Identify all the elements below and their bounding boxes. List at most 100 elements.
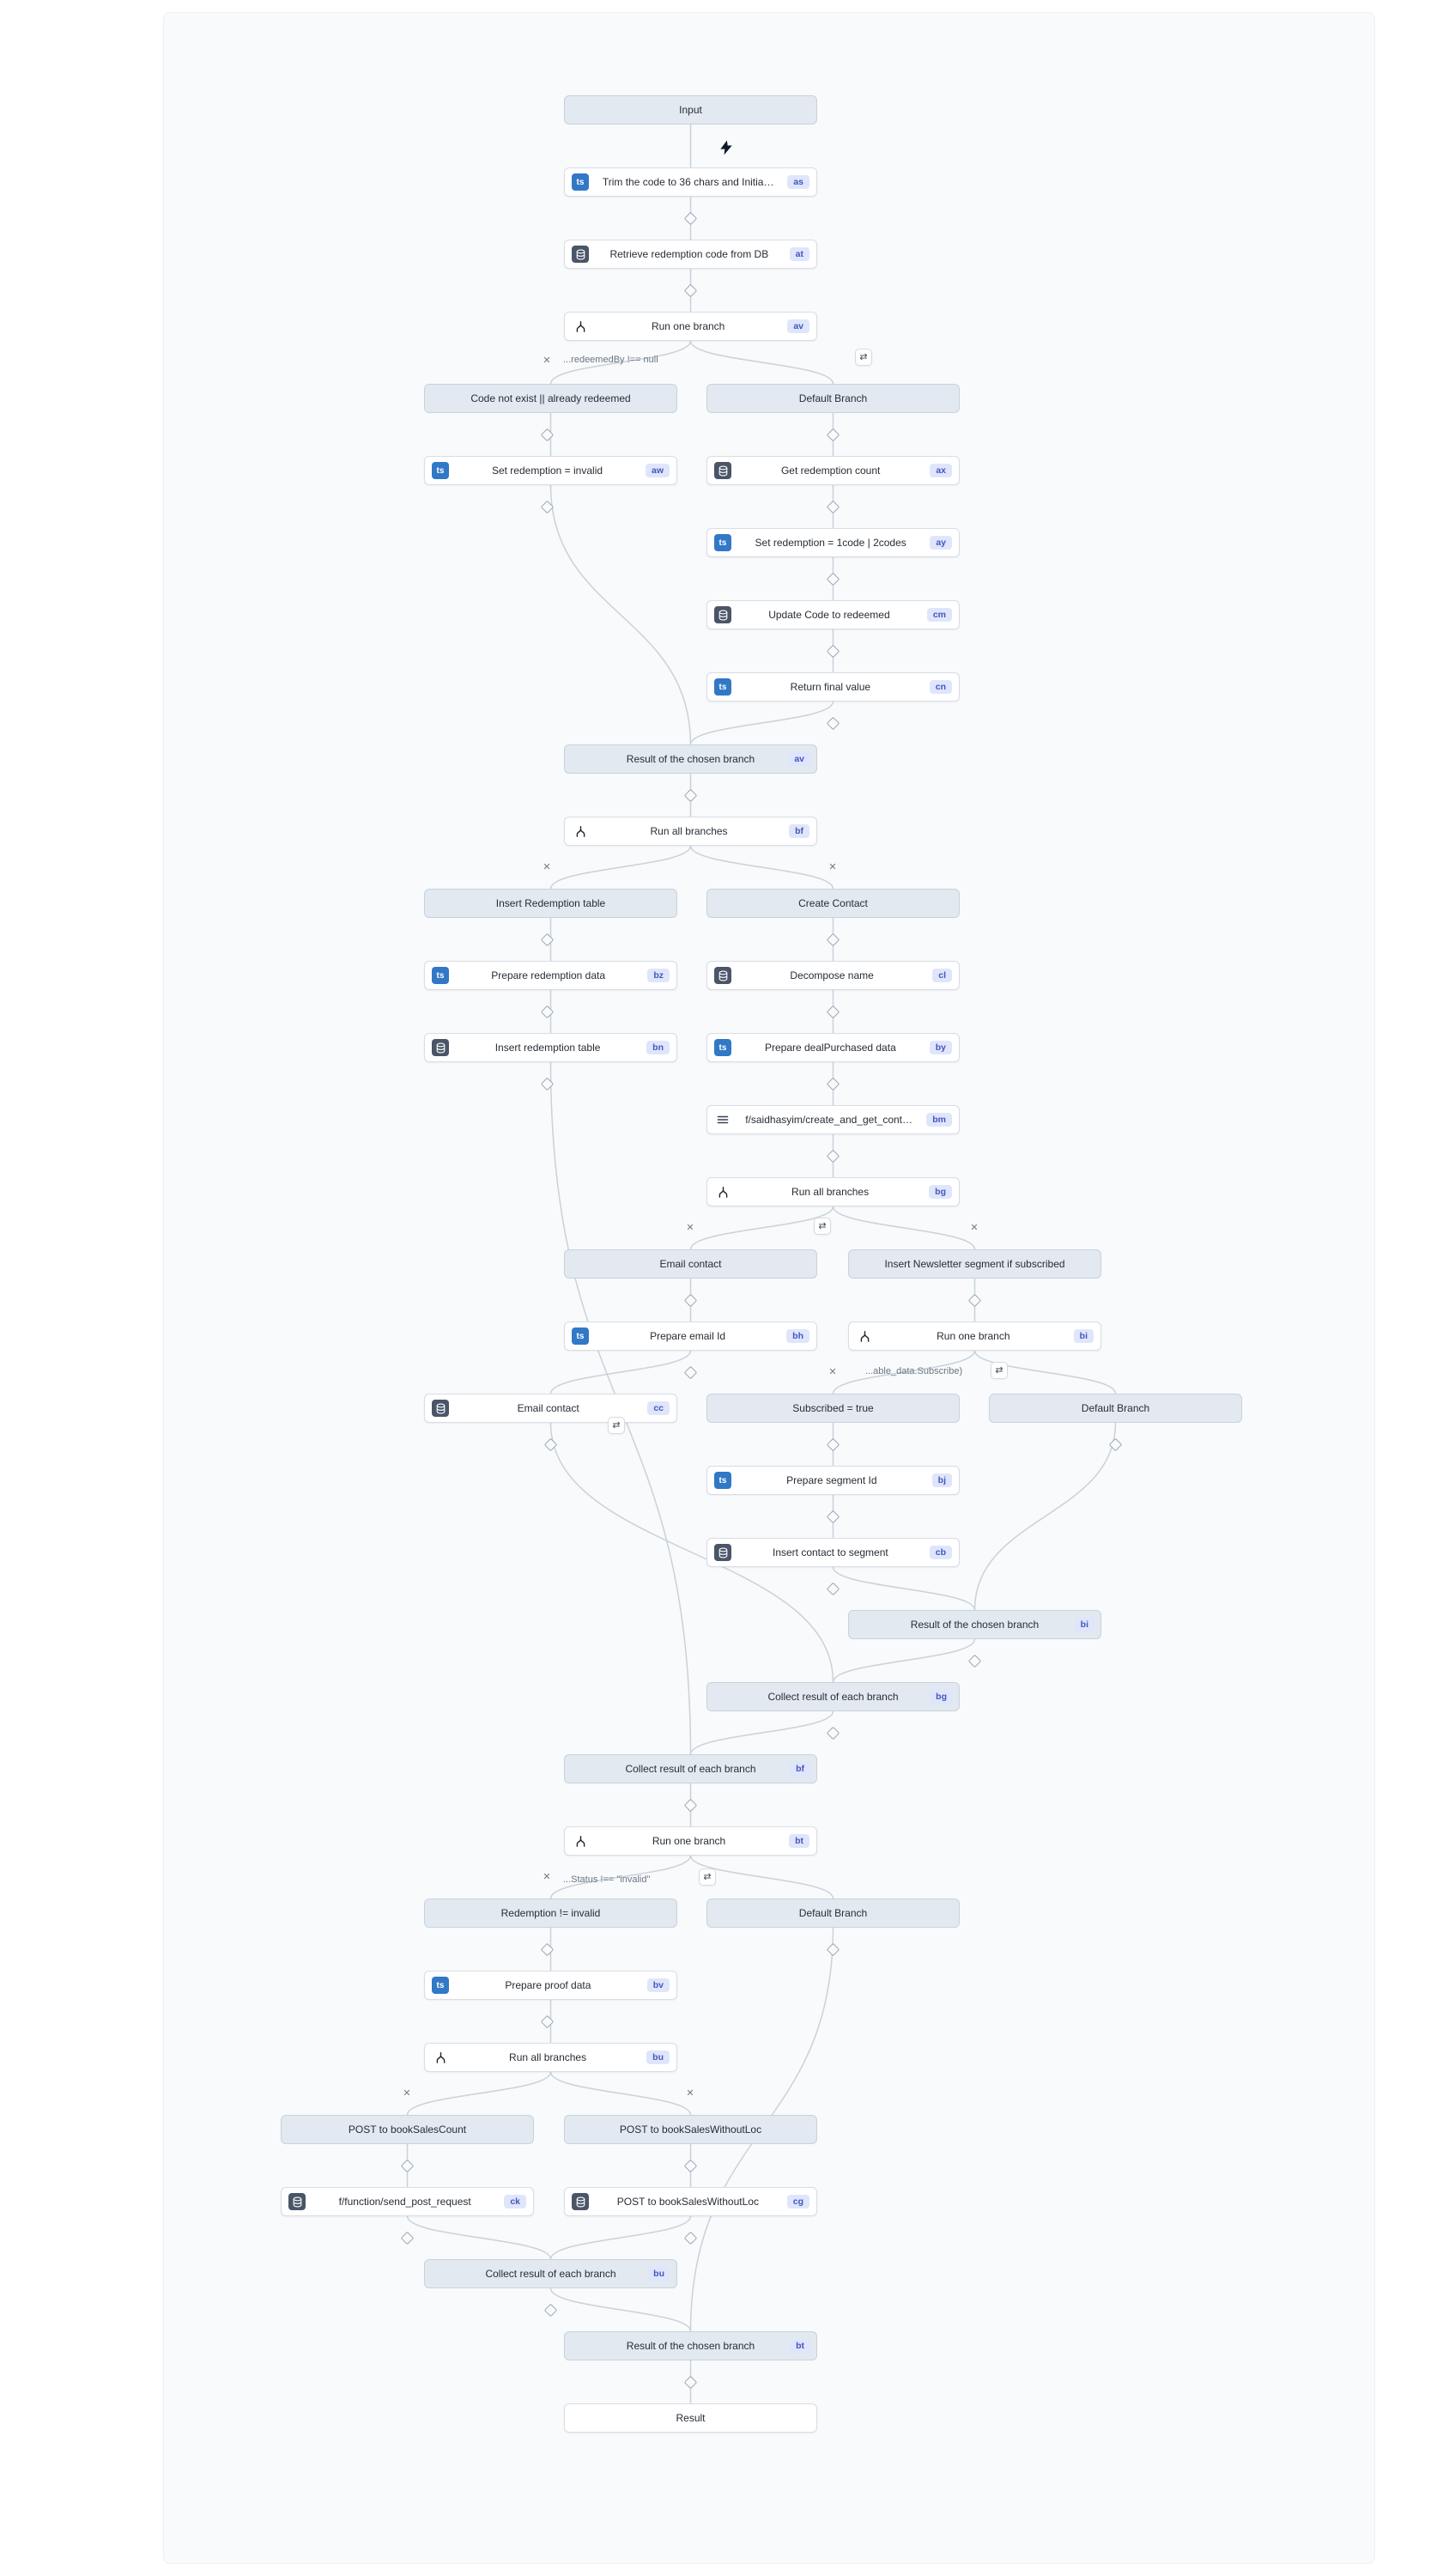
typescript-icon: ts (714, 534, 731, 551)
swap-branches-button[interactable]: ⇄ (699, 1868, 716, 1886)
node-id-badge: bu (646, 2050, 670, 2065)
database-icon (714, 462, 731, 479)
node-id-badge: cl (932, 968, 952, 983)
branch-predicate-label: ...Status !== "invalid" (563, 1874, 651, 1885)
swap-branches-button[interactable]: ⇄ (814, 1218, 831, 1235)
database-icon (432, 1400, 449, 1417)
database-icon (288, 2193, 306, 2210)
branch-one-icon (856, 1327, 873, 1345)
flow-node-hdr_invalid[interactable]: Code not exist || already redeemed (424, 384, 677, 413)
branch-one-icon (572, 318, 589, 335)
remove-branch-button[interactable]: ✕ (686, 2088, 694, 2099)
node-id-badge: aw (645, 463, 670, 478)
remove-branch-button[interactable]: ✕ (403, 2088, 411, 2099)
node-id-badge: bt (790, 2338, 810, 2354)
flow-node-hdr_create_contact[interactable]: Create Contact (706, 889, 960, 918)
branch-predicate-label: ...redeemedBy !== null (563, 355, 658, 365)
node-id-badge: bh (786, 1328, 809, 1344)
flow-node-hdr_subscribed[interactable]: Subscribed = true (706, 1394, 960, 1423)
remove-branch-button[interactable]: ✕ (543, 355, 551, 366)
flow-node-hdr_insert_red[interactable]: Insert Redemption table (424, 889, 677, 918)
database-icon (572, 246, 589, 263)
node-id-badge: bv (646, 1978, 670, 1993)
database-icon (572, 2193, 589, 2210)
node-id-badge: bt (789, 1833, 809, 1849)
remove-branch-button[interactable]: ✕ (828, 862, 837, 872)
node-id-badge: bn (646, 1040, 670, 1055)
branch-predicate-label: ...able_data.Subscribe) (865, 1366, 963, 1376)
database-icon (714, 606, 731, 623)
node-id-badge: cm (926, 607, 952, 623)
node-id-badge: cn (929, 679, 952, 695)
database-icon (432, 1039, 449, 1056)
trigger-bolt-icon (718, 139, 735, 156)
remove-branch-button[interactable]: ✕ (543, 1872, 551, 1882)
swap-branches-button[interactable]: ⇄ (991, 1362, 1008, 1379)
branch-one-icon (572, 1832, 589, 1850)
node-id-badge: cb (929, 1545, 952, 1560)
database-icon (714, 967, 731, 984)
flow-node-hdr_post_count[interactable]: POST to bookSalesCount (281, 2115, 534, 2144)
flow-node-bm[interactable]: f/saidhasyim/create_and_get_cont…bm (706, 1105, 960, 1134)
node-id-badge: av (787, 319, 809, 334)
remove-branch-button[interactable]: ✕ (686, 1223, 694, 1233)
flow-node-hdr_default2[interactable]: Default Branch (989, 1394, 1242, 1423)
flow-node-hdr_newsletter[interactable]: Insert Newsletter segment if subscribed (848, 1249, 1101, 1279)
node-id-badge: by (929, 1040, 952, 1055)
hub-script-icon (714, 1111, 731, 1128)
typescript-icon: ts (572, 173, 589, 191)
remove-branch-button[interactable]: ✕ (970, 1223, 979, 1233)
flow-node-input[interactable]: Input (564, 95, 817, 125)
branch-all-icon (714, 1183, 731, 1200)
node-id-badge: bi (1074, 1617, 1094, 1632)
remove-branch-button[interactable]: ✕ (543, 862, 551, 872)
swap-branches-button[interactable]: ⇄ (855, 349, 872, 366)
flow-node-hdr_redemption[interactable]: Redemption != invalid (424, 1899, 677, 1928)
swap-branches-button[interactable]: ⇄ (608, 1417, 625, 1434)
node-id-badge: av (788, 751, 810, 767)
node-id-badge: bg (929, 1184, 952, 1200)
typescript-icon: ts (432, 1977, 449, 1994)
node-id-badge: ax (930, 463, 952, 478)
flow-node-hdr_default1[interactable]: Default Branch (706, 384, 960, 413)
typescript-icon: ts (714, 678, 731, 696)
typescript-icon: ts (432, 462, 449, 479)
node-id-badge: ck (504, 2194, 526, 2209)
node-id-badge: bf (790, 1761, 810, 1777)
node-id-badge: ay (930, 535, 952, 550)
flow-node-result[interactable]: Result (564, 2403, 817, 2433)
node-id-badge: bu (647, 2266, 670, 2281)
remove-branch-button[interactable]: ✕ (828, 1367, 837, 1377)
node-id-badge: bg (930, 1689, 953, 1704)
flow-node-hdr_default3[interactable]: Default Branch (706, 1899, 960, 1928)
branch-all-icon (432, 2049, 449, 2066)
node-id-badge: bm (926, 1112, 952, 1127)
